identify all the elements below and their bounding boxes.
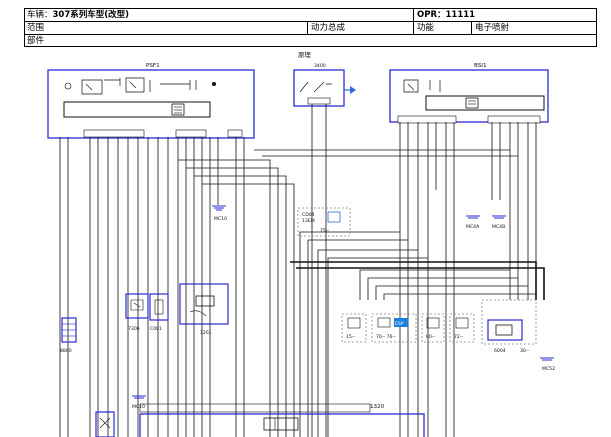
ref-72: 72-- — [454, 334, 464, 340]
gear-icon — [426, 317, 440, 329]
ref-80: 80-- — [426, 334, 436, 340]
psf1-module: PSF1 — [47, 63, 255, 139]
component-6004: 6004 30-- — [481, 299, 537, 354]
cd04-code: 13EM — [302, 218, 315, 224]
ecu-1320: 1320 — [139, 403, 425, 437]
abs-icon — [377, 317, 391, 328]
vehicle-cell: 车辆：307系列车型(改型) — [25, 9, 413, 21]
component-6004-label: 6004 — [494, 348, 506, 354]
bottom-left-component — [95, 411, 115, 437]
ecu-symbol-icon — [263, 417, 299, 431]
powertrain-label: 动力总成 — [311, 23, 346, 33]
component-1261-label: 1261 — [200, 330, 212, 336]
header-row-part: 部件 — [25, 35, 596, 48]
keypad-icon — [455, 317, 469, 329]
bsi1-wires — [399, 122, 537, 437]
ref-15: 15-- — [346, 334, 356, 340]
ref-30: 30-- — [520, 348, 530, 354]
ecu-1320-label: 1320 — [370, 404, 385, 410]
ground-mc10 — [132, 395, 146, 399]
component-3400-label: 3400 — [314, 63, 326, 69]
fan-icon — [347, 317, 361, 329]
component-3400: 3400 — [293, 63, 356, 107]
component-7306: 7306 — [125, 293, 149, 332]
horn-icon — [350, 86, 356, 94]
opr-number: OPR：11111 — [417, 10, 476, 20]
psf1-wires — [59, 137, 245, 437]
ref-70: 70-- 76-- — [376, 334, 396, 340]
function-value: 电子喷射 — [475, 23, 510, 33]
section-title: 原理 — [298, 51, 311, 59]
ground-mc4b2-label: MC4B — [492, 224, 505, 230]
component-1261: 1261 — [179, 283, 229, 336]
ground-mc4b2 — [492, 215, 506, 219]
ground-mc10p — [212, 205, 226, 211]
relay-icon — [327, 211, 341, 223]
ref-box-80: 80-- — [421, 313, 445, 343]
vehicle-series: 系列车型(改型) — [70, 10, 130, 20]
component-c001-label: C001 — [150, 326, 162, 332]
component-8860-label: 8860 — [60, 348, 72, 354]
component-3400-wires — [311, 104, 327, 437]
component-c001: C001 — [149, 293, 169, 332]
ref-box-70: ESP 70-- 76-- — [371, 313, 417, 343]
bsi1-label: BSI1 — [474, 63, 487, 69]
ref-box-15: 15-- — [341, 313, 367, 343]
ground-mc4a2 — [466, 215, 480, 219]
ground-mc4a2-label: MC4A — [466, 224, 480, 230]
ref-75: 75-- — [320, 228, 330, 234]
vehicle-model: 307 — [52, 10, 71, 20]
bsi1-module: BSI1 — [389, 63, 549, 124]
psf1-label: PSF1 — [146, 63, 160, 69]
component-8860: 8860 — [60, 317, 77, 354]
ground-mc10-label: MC10 — [132, 404, 145, 410]
cd04-label: CD04 — [302, 212, 315, 218]
ref-box-72: 72-- — [449, 313, 475, 343]
cd04-box: CD04 13EM 75-- — [297, 207, 351, 237]
ground-mc10p-label: MC10 — [214, 216, 227, 222]
header-row-vehicle: 车辆：307系列车型(改型) OPR：11111 — [25, 9, 596, 22]
ground-mc52 — [540, 357, 554, 361]
ground-mc52-label: MC52 — [542, 366, 555, 372]
esp-badge: ESP — [395, 321, 404, 327]
header-table: 车辆：307系列车型(改型) OPR：11111 范围 动力总成 功能 电子喷射… — [24, 8, 597, 47]
header-row-scope: 范围 动力总成 功能 电子喷射 — [25, 22, 596, 35]
part-label: 部件 — [27, 36, 45, 46]
scope-label: 范围 — [27, 23, 45, 33]
component-7306-label: 7306 — [128, 326, 140, 332]
vehicle-label: 车辆： — [27, 10, 53, 20]
crossing-wire-band — [178, 149, 536, 437]
thick-wire-band — [290, 261, 545, 300]
function-label: 功能 — [417, 23, 435, 33]
